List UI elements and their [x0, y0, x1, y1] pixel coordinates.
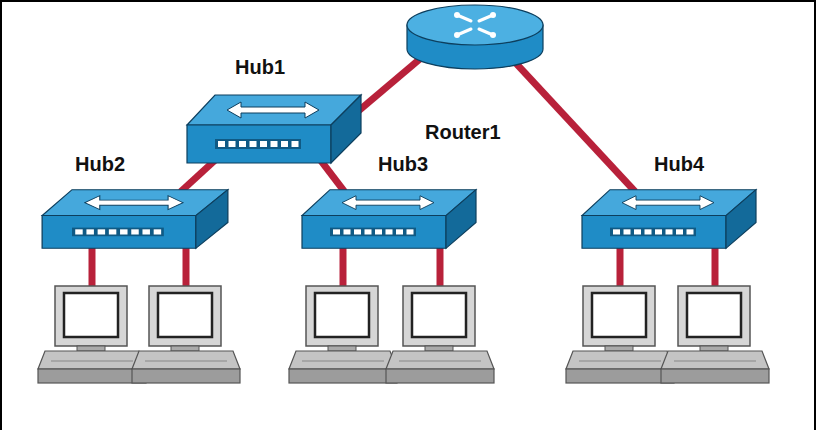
hub-shape	[40, 188, 230, 250]
device-label: Hub3	[378, 152, 428, 176]
router-shape	[405, 3, 545, 71]
device-label: Router1	[425, 120, 501, 144]
network-cable	[181, 160, 216, 192]
hub-icon: Hub1	[185, 93, 363, 165]
network-cable	[516, 63, 636, 192]
hub-icon: Hub3	[300, 188, 478, 250]
hub-shape	[185, 93, 363, 165]
router-icon: Router1	[405, 3, 545, 71]
hub-shape	[300, 188, 478, 250]
hub-icon: Hub4	[580, 188, 758, 250]
hub-icon: Hub2	[40, 188, 230, 250]
pc-icons	[38, 286, 769, 383]
pc-cables	[92, 245, 715, 290]
device-label: Hub1	[235, 55, 285, 79]
device-label: Hub4	[654, 152, 704, 176]
network-cable	[354, 57, 422, 114]
hub-shape	[580, 188, 758, 250]
device-label: Hub2	[75, 152, 125, 176]
network-cable	[320, 160, 344, 192]
